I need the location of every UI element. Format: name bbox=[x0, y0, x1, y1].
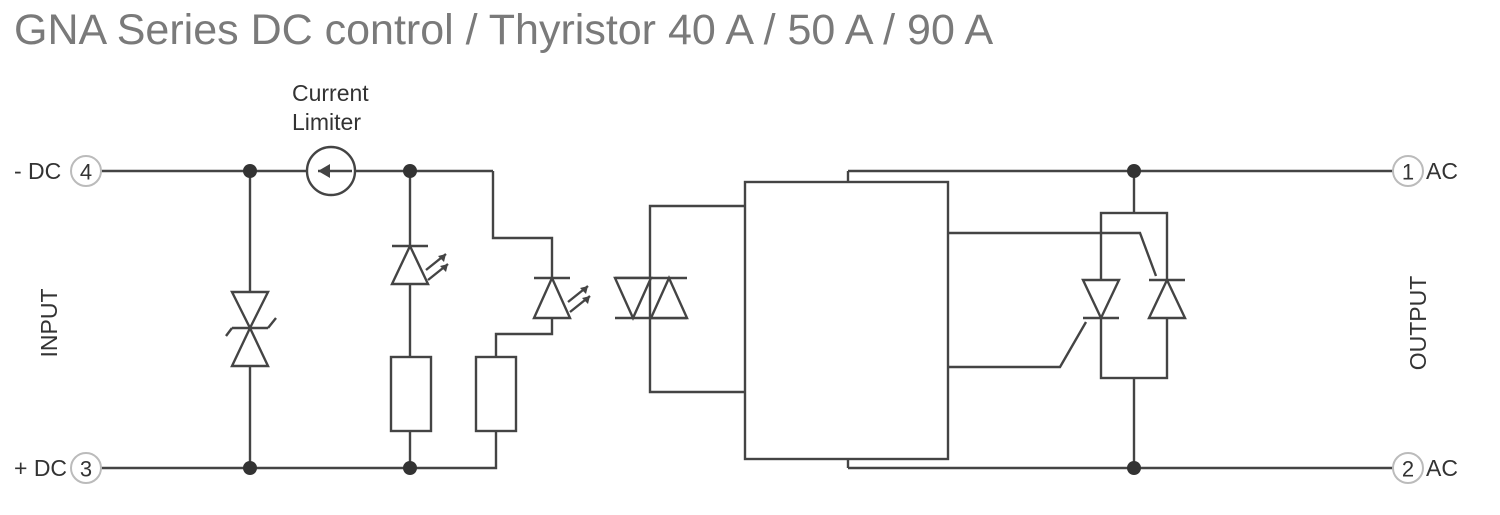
junction-dot bbox=[243, 164, 257, 178]
junction-dot bbox=[403, 461, 417, 475]
photo-triac-icon bbox=[613, 204, 745, 394]
terminal-3 bbox=[70, 452, 102, 484]
terminal-3-number: 3 bbox=[80, 457, 92, 482]
terminal-2-number: 2 bbox=[1402, 457, 1414, 482]
indicator-led-icon bbox=[390, 171, 449, 357]
pos-dc-label: + DC bbox=[14, 455, 67, 481]
terminal-4-number: 4 bbox=[80, 160, 92, 185]
ac-top-label: AC bbox=[1426, 158, 1458, 184]
junction-dot bbox=[1127, 164, 1141, 178]
tvs-diode-icon bbox=[225, 171, 277, 468]
resistor-opto-icon bbox=[474, 355, 518, 470]
junction-dot bbox=[1127, 461, 1141, 475]
input-label: INPUT bbox=[36, 289, 62, 358]
terminal-1 bbox=[1392, 155, 1424, 187]
thyristor-pair-icon bbox=[948, 171, 1187, 468]
opto-led-icon bbox=[491, 171, 591, 357]
control-block bbox=[743, 180, 950, 461]
current-limiter-label-line2: Limiter bbox=[292, 109, 361, 135]
current-limiter-label-line1: Current bbox=[292, 80, 369, 106]
junction-dot bbox=[403, 164, 417, 178]
terminal-2 bbox=[1392, 452, 1424, 484]
resistor-led-icon bbox=[389, 355, 433, 468]
terminal-4 bbox=[70, 155, 102, 187]
current-limiter-icon bbox=[305, 145, 357, 197]
output-label: OUTPUT bbox=[1405, 276, 1431, 371]
junction-dot bbox=[243, 461, 257, 475]
terminal-1-number: 1 bbox=[1402, 160, 1414, 185]
diagram-title: GNA Series DC control / Thyristor 40 A /… bbox=[14, 6, 994, 54]
neg-dc-label: - DC bbox=[14, 158, 61, 184]
ac-bottom-label: AC bbox=[1426, 455, 1458, 481]
